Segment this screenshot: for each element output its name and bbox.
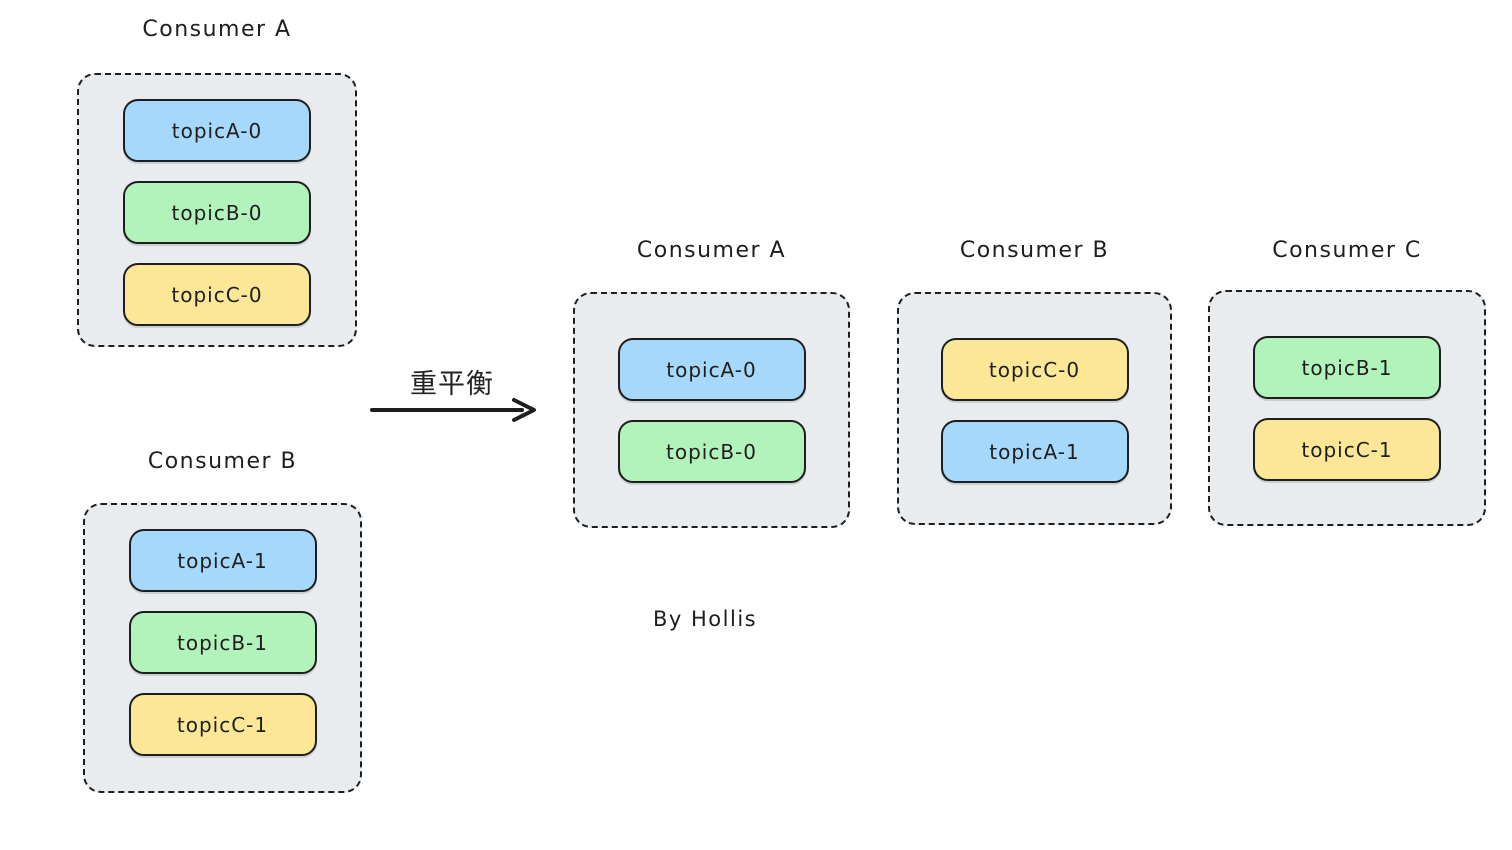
after-consumer-c-group: topicB-1 topicC-1 — [1208, 290, 1486, 526]
partition-box: topicB-1 — [128, 611, 317, 674]
partition-label: topicB-0 — [666, 439, 757, 464]
partition-box: topicA-0 — [123, 99, 311, 162]
partition-box: topicB-0 — [617, 420, 806, 483]
credit-text: By Hollis — [653, 607, 758, 631]
after-consumer-b-group: topicC-0 topicA-1 — [897, 292, 1172, 525]
partition-label: topicB-0 — [171, 200, 263, 225]
partition-box: topicA-0 — [617, 338, 806, 401]
before-consumer-a-title: Consumer A — [142, 17, 292, 42]
partition-label: topicA-1 — [177, 548, 268, 573]
after-consumer-b-title: Consumer B — [959, 238, 1110, 263]
partition-box: topicC-1 — [1253, 418, 1441, 481]
partition-label: topicA-1 — [989, 439, 1080, 464]
partition-label: topicC-1 — [1301, 437, 1393, 462]
partition-box: topicB-1 — [1253, 336, 1441, 399]
partition-box: topicB-0 — [123, 181, 311, 244]
before-consumer-a-group: topicA-0 topicB-0 topicC-0 — [77, 73, 357, 347]
after-consumer-c-title: Consumer C — [1272, 238, 1422, 263]
partition-box: topicC-0 — [940, 338, 1129, 401]
after-consumer-a-group: topicA-0 topicB-0 — [573, 292, 850, 528]
partition-box: topicA-1 — [128, 529, 317, 592]
partition-label: topicB-1 — [1301, 355, 1393, 380]
partition-box: topicA-1 — [940, 420, 1129, 483]
partition-box: topicC-0 — [123, 263, 311, 326]
after-consumer-a-title: Consumer A — [636, 238, 787, 263]
before-consumer-b-group: topicA-1 topicB-1 topicC-1 — [83, 503, 362, 793]
partition-box: topicC-1 — [128, 693, 317, 756]
partition-label: topicC-0 — [988, 357, 1081, 382]
partition-label: topicC-1 — [176, 712, 269, 737]
partition-label: topicA-0 — [171, 118, 263, 143]
rebalance-label: 重平衡 — [410, 369, 494, 400]
arrow-right-icon — [370, 398, 536, 422]
partition-label: topicA-0 — [666, 357, 757, 382]
partition-label: topicC-0 — [171, 282, 263, 307]
partition-label: topicB-1 — [177, 630, 268, 655]
before-consumer-b-title: Consumer B — [147, 449, 298, 474]
